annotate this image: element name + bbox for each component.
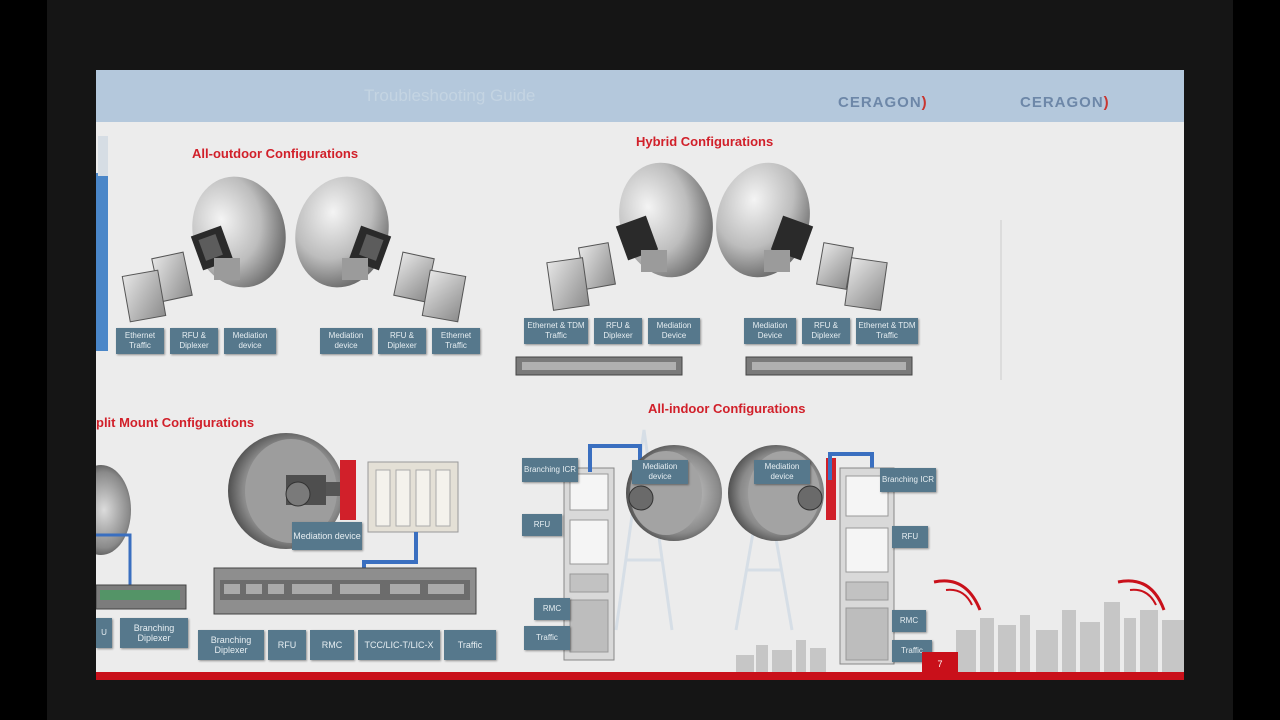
ao-dish-right <box>295 176 392 288</box>
label-ai-rfu-right: RFU <box>892 526 928 548</box>
title-hybrid: Hybrid Configurations <box>636 134 774 149</box>
label-ai-mediation-right: Mediation device <box>754 460 810 484</box>
label-ao-mediation-right: Mediation device <box>320 328 372 354</box>
sm-dish-partial <box>96 465 132 585</box>
label-ao-rfu-left: RFU & Diplexer <box>170 328 218 354</box>
ceragon-logo-left: CERAGON) <box>838 94 928 111</box>
label-ao-mediation-left: Mediation device <box>224 328 276 354</box>
sm-pole <box>340 460 356 520</box>
ai-waveguide-right <box>828 452 874 480</box>
header-title: Troubleshooting Guide <box>364 86 536 105</box>
ao-dish-left <box>190 176 286 288</box>
sm-rfu-stack <box>367 461 459 533</box>
hy-dish-left <box>615 162 713 278</box>
diagram-artwork <box>96 136 1184 675</box>
ao-odu-right <box>393 251 467 323</box>
ao-odu-left <box>121 251 193 323</box>
label-sm-mediation: Mediation device <box>292 522 362 550</box>
label-sm-tcc: TCC/LIC-T/LIC-X <box>358 630 440 660</box>
label-hy-eth-tdm-right: Ethernet & TDM Traffic <box>856 318 918 344</box>
label-ai-branching-icr-right: Branching ICR <box>880 468 936 492</box>
label-sm-traffic: Traffic <box>444 630 496 660</box>
ai-rack-right <box>839 467 895 665</box>
label-ao-ethernet-left: Ethernet Traffic <box>116 328 164 354</box>
presentation-slide: Troubleshooting Guide CERAGON) CERAGON) <box>96 70 1184 680</box>
city-skyline-watermark <box>736 602 1184 675</box>
ceragon-logo-right: CERAGON) <box>1020 94 1110 111</box>
ai-rack-left <box>563 467 615 661</box>
hy-odu-right <box>816 242 888 311</box>
label-sm-branching: Branching Diplexer <box>198 630 264 660</box>
ai-pole <box>826 458 836 520</box>
title-all-outdoor: All-outdoor Configurations <box>192 146 359 161</box>
label-sm-rfu: RFU <box>268 630 306 660</box>
label-hy-eth-tdm-left: Ethernet & TDM Traffic <box>524 318 588 344</box>
left-edge-panel <box>96 136 108 351</box>
title-all-indoor: All-indoor Configurations <box>648 401 806 416</box>
label-sm-u: U <box>96 618 112 648</box>
label-ai-rmc-right: RMC <box>892 610 926 632</box>
bottom-red-bar <box>96 672 1184 680</box>
left-letterbox <box>0 0 47 720</box>
hy-odu-left <box>546 242 616 311</box>
label-hy-rfu-right: RFU & Diplexer <box>802 318 850 344</box>
label-sm-rmc: RMC <box>310 630 354 660</box>
label-hy-rfu-left: RFU & Diplexer <box>594 318 642 344</box>
label-hy-mediation-left: Mediation Device <box>648 318 700 344</box>
sm-idu-main <box>213 567 477 615</box>
hy-idu-left <box>515 356 683 376</box>
title-split-mount: plit Mount Configurations <box>96 415 255 430</box>
hy-idu-right <box>745 356 913 376</box>
label-ai-branching-icr-left: Branching ICR <box>522 458 578 482</box>
slide-header: Troubleshooting Guide CERAGON) CERAGON) <box>96 70 1184 122</box>
label-ai-rfu-left: RFU <box>522 514 562 536</box>
label-ai-mediation-left: Mediation device <box>632 460 688 484</box>
label-ai-rmc-left: RMC <box>534 598 570 620</box>
label-ao-ethernet-right: Ethernet Traffic <box>432 328 480 354</box>
hy-dish-right <box>716 162 814 278</box>
label-ai-traffic-left: Traffic <box>524 626 570 650</box>
label-ao-rfu-right: RFU & Diplexer <box>378 328 426 354</box>
sm-dish-main <box>228 433 356 549</box>
label-hy-mediation-right: Mediation Device <box>744 318 796 344</box>
right-letterbox <box>1233 0 1280 720</box>
label-sm-branching-left: Branching Diplexer <box>120 618 188 648</box>
